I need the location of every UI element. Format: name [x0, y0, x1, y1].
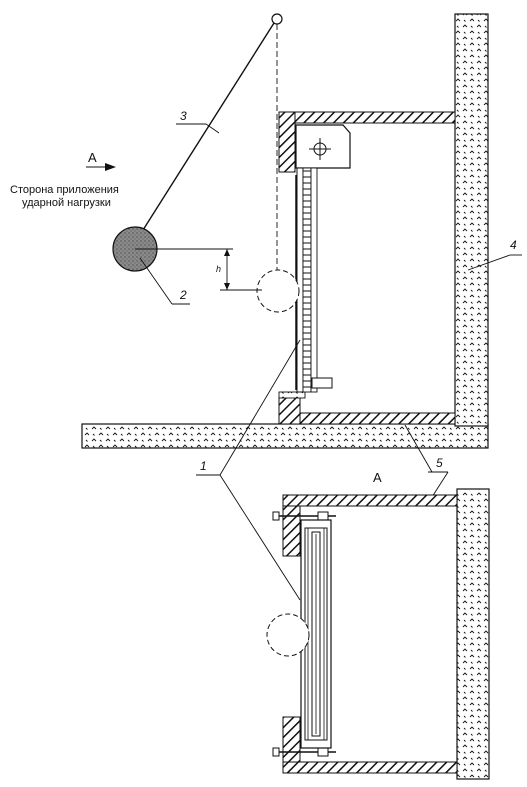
view-arrow-label: А	[88, 150, 97, 165]
bottom-beam	[299, 412, 456, 425]
bolt-bottom	[272, 747, 336, 757]
wall	[454, 13, 489, 427]
callout-2: 2	[179, 288, 187, 302]
impact-position	[256, 269, 300, 313]
side-note-line2: ударной нагрузки	[22, 197, 111, 209]
top-beam	[278, 111, 456, 124]
view-title: А	[373, 470, 382, 485]
glass-specimen	[296, 167, 304, 393]
callout-4: 4	[510, 238, 517, 252]
bead-strip	[302, 167, 312, 393]
floor-slab	[81, 423, 489, 449]
view-arrow-icon	[105, 163, 116, 171]
view-a: А	[266, 470, 490, 780]
bottom-beam-view-a	[282, 761, 458, 774]
side-note-line1: Сторона приложения	[10, 184, 119, 196]
bolt-top	[272, 511, 336, 521]
side-elevation: h А Сторона приложения ударной нагрузки …	[10, 13, 522, 601]
wall-view-a	[456, 488, 490, 780]
callout-1: 1	[200, 459, 207, 473]
callout-3: 3	[180, 109, 187, 123]
pendulum-cable	[142, 22, 275, 231]
callout-5: 5	[436, 456, 443, 470]
base-plate	[278, 391, 306, 399]
height-label: h	[216, 264, 221, 274]
top-beam-view-a	[282, 494, 458, 507]
frame-post-lower	[278, 396, 301, 425]
frame-post-upper	[278, 111, 296, 173]
post-bottom-view-a	[282, 716, 301, 763]
frame-rail	[310, 167, 318, 393]
pivot-point	[271, 13, 283, 25]
impact-position-view-a	[266, 613, 310, 657]
post-top-view-a	[282, 505, 301, 557]
